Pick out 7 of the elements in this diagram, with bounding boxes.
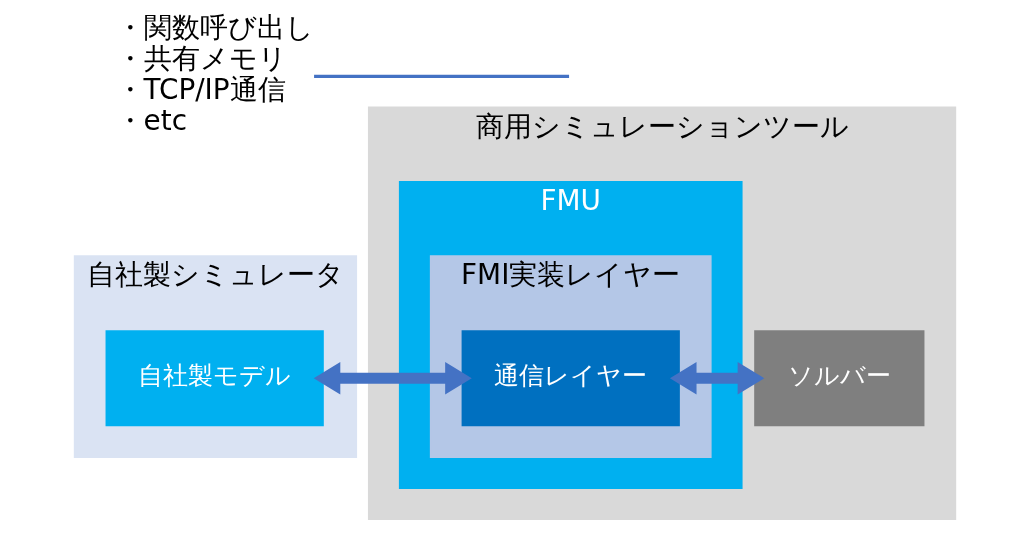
connector	[314, 74, 570, 78]
arrow	[313, 361, 472, 395]
node-box: 通信レイヤー	[461, 330, 680, 427]
node-text: ・関数呼び出し ・共有メモリ ・TCP/IP通信 ・etc	[115, 10, 314, 137]
arrow	[669, 361, 765, 395]
node-box: 自社製モデル	[105, 330, 324, 427]
node-box: ソルバー	[754, 330, 925, 427]
